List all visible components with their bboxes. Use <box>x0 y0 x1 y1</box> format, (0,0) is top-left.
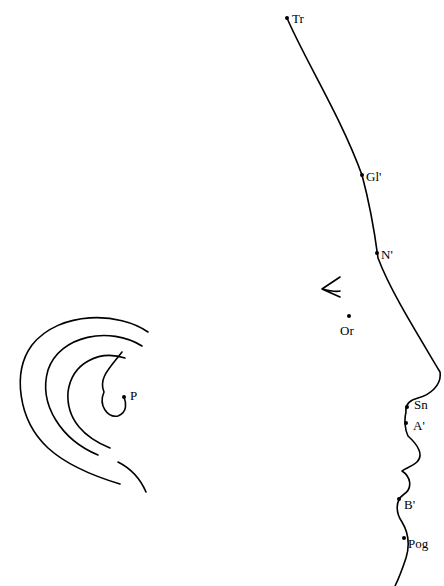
landmark-dot <box>375 251 379 255</box>
ear-outer <box>20 318 148 484</box>
ear-inner <box>68 356 125 448</box>
landmark-label: Gl' <box>366 170 381 183</box>
eye <box>322 277 340 297</box>
landmark-dot <box>405 405 409 409</box>
ear-helix <box>46 336 142 455</box>
ear-concha <box>102 352 125 416</box>
landmark-label: Pog <box>408 537 428 550</box>
landmark-dot <box>122 395 126 399</box>
landmark-dot <box>397 497 401 501</box>
landmark-label: Tr <box>292 12 304 25</box>
landmark-label: Or <box>340 324 354 337</box>
profile-line <box>287 18 440 586</box>
landmark-dot <box>402 536 406 540</box>
landmark-dot <box>404 421 408 425</box>
landmark-label: Sn <box>414 398 428 411</box>
landmark-label: B' <box>404 498 415 511</box>
landmark-dot <box>360 173 364 177</box>
ear-lobe-line <box>118 462 146 492</box>
landmark-label: A' <box>413 419 425 432</box>
landmark-label: P <box>130 389 137 402</box>
landmark-label: N' <box>381 248 393 261</box>
landmark-dot <box>347 314 351 318</box>
landmark-dot <box>285 16 289 20</box>
